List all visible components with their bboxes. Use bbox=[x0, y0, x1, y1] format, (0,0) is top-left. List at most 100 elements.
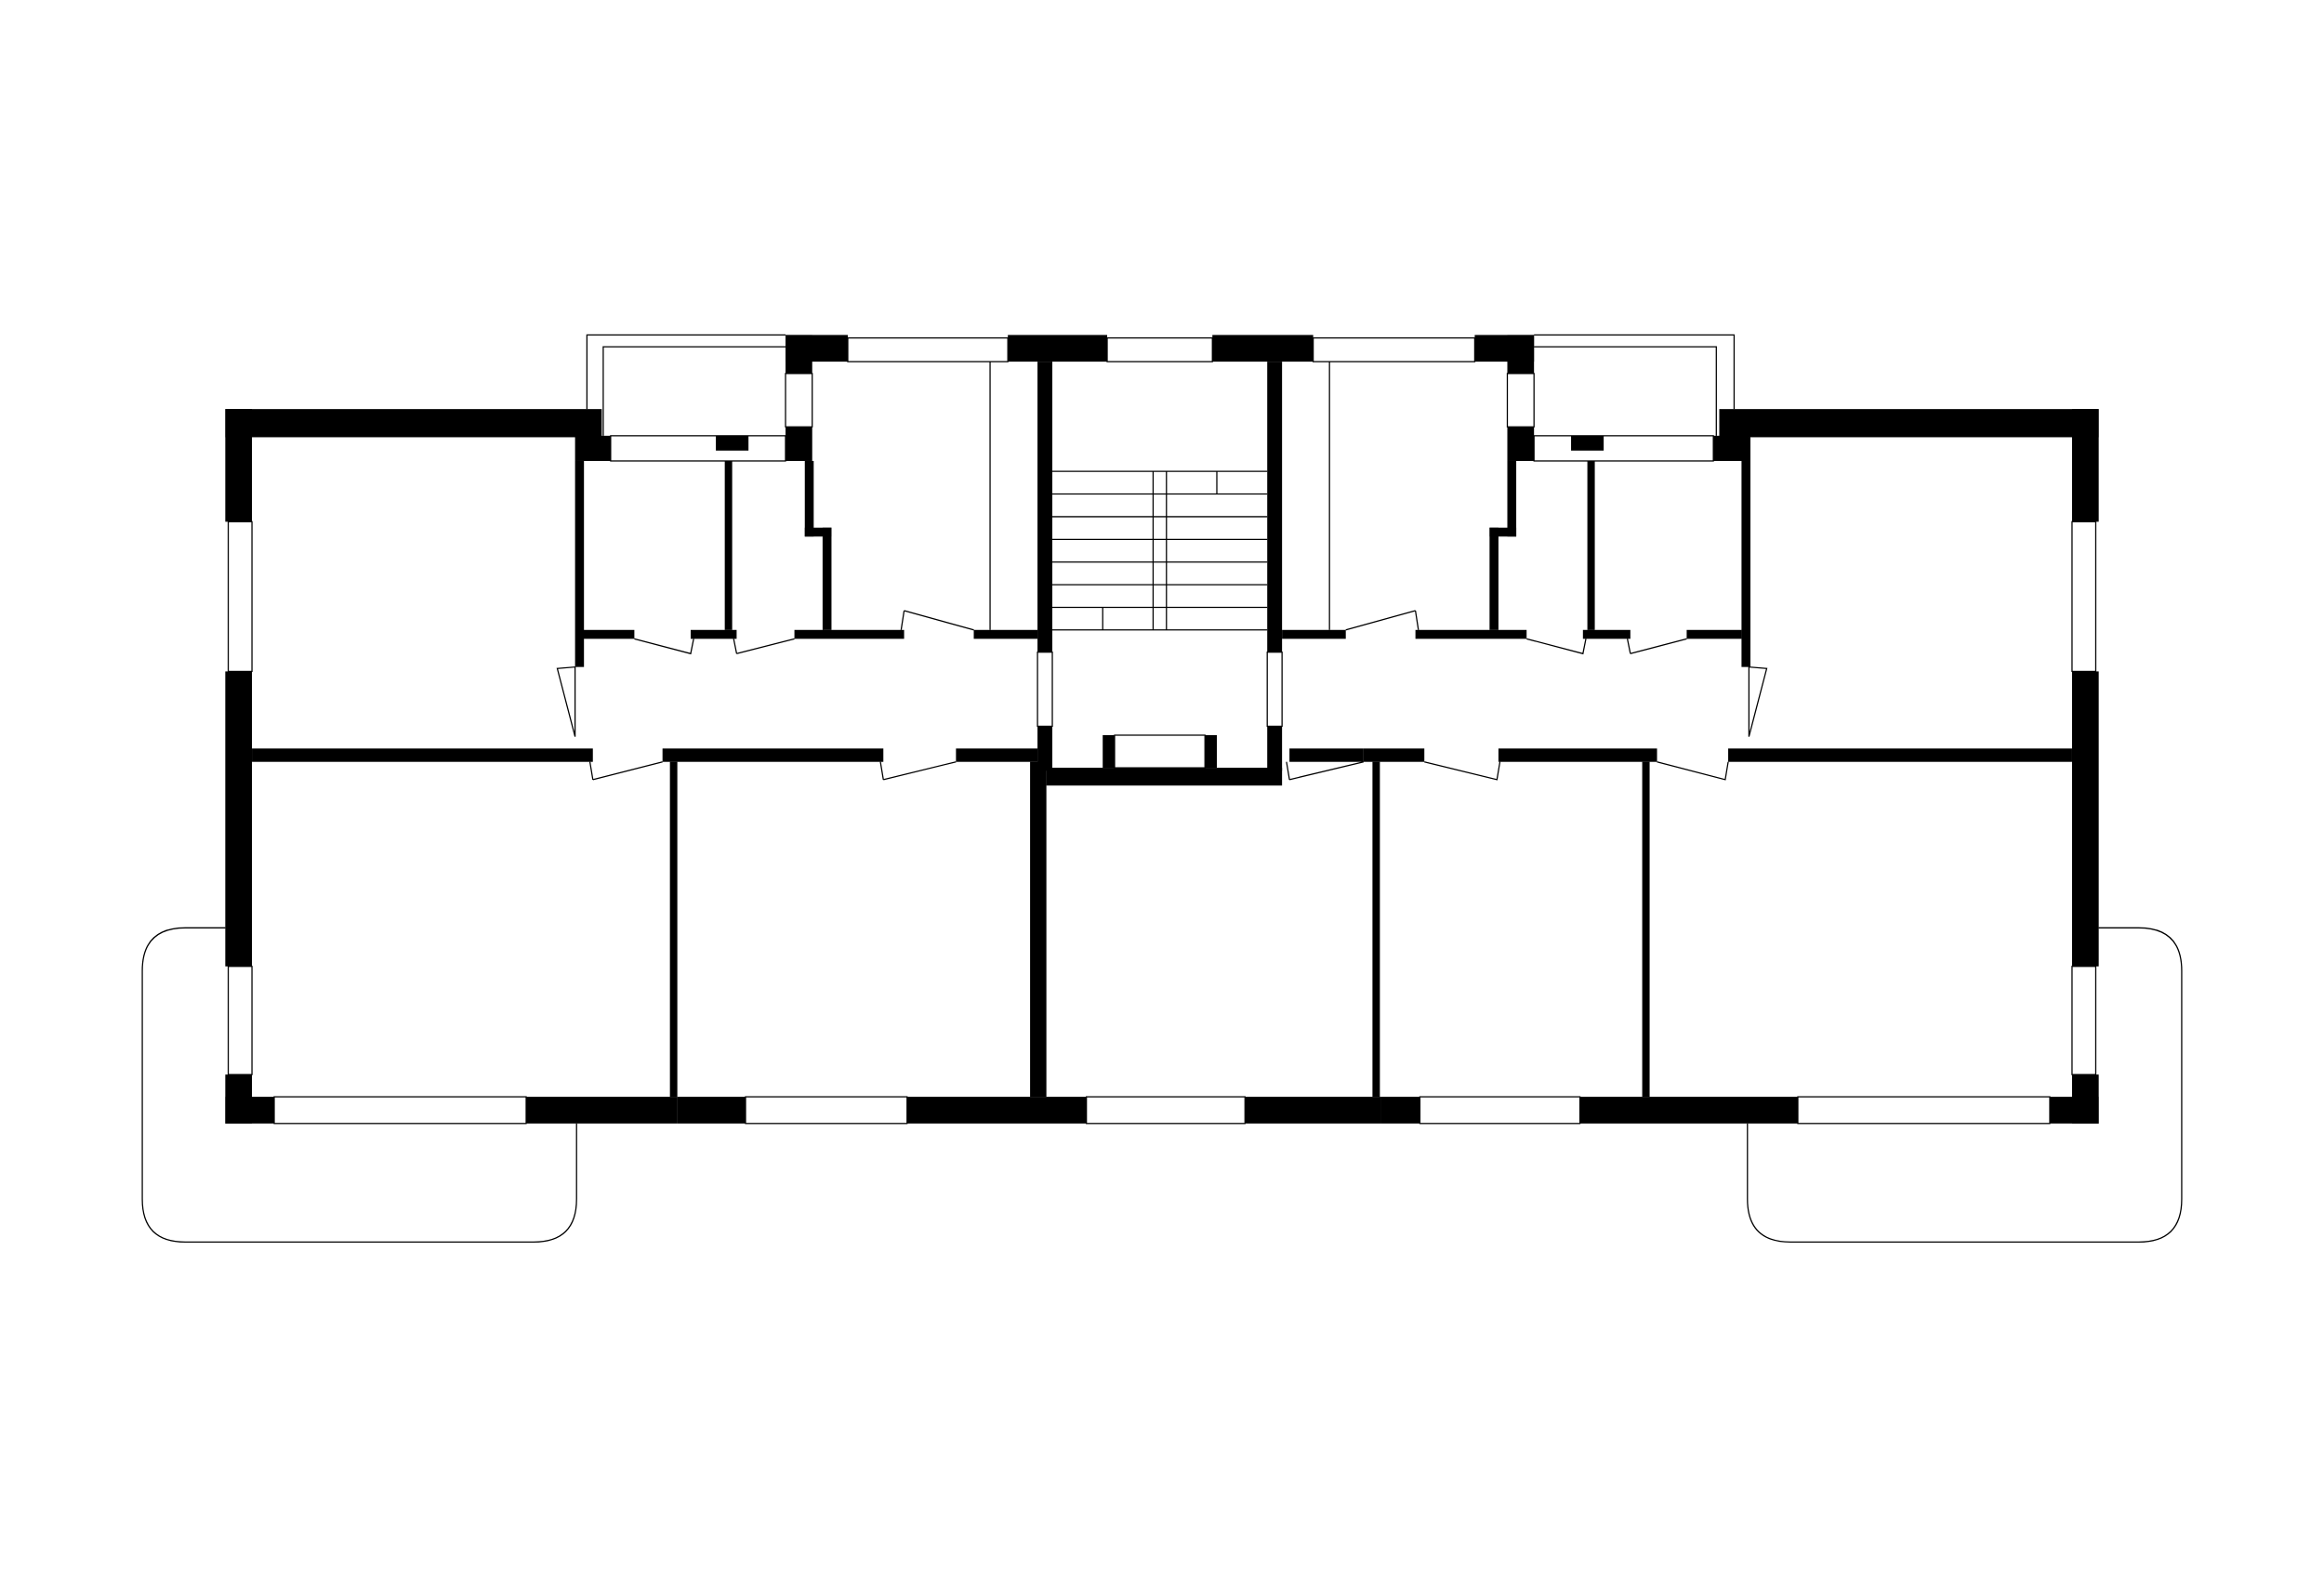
door-swing bbox=[1345, 610, 1419, 631]
door-swing bbox=[1657, 761, 1729, 781]
door-swing bbox=[634, 638, 694, 655]
wall bbox=[1579, 1097, 1798, 1124]
wall bbox=[1582, 629, 1631, 639]
wall bbox=[1415, 629, 1527, 639]
door-swing bbox=[588, 761, 663, 781]
wall bbox=[786, 427, 812, 461]
door-swings bbox=[556, 610, 1768, 781]
wall bbox=[786, 335, 812, 374]
wall bbox=[1380, 1097, 1420, 1124]
wall bbox=[1372, 761, 1380, 1098]
balconies bbox=[141, 927, 2183, 1244]
window bbox=[785, 373, 813, 428]
wall bbox=[1267, 726, 1283, 771]
window bbox=[1106, 336, 1213, 362]
wall bbox=[1571, 435, 1604, 451]
wall bbox=[1289, 748, 1364, 762]
walls bbox=[225, 335, 2099, 1124]
window bbox=[1506, 373, 1535, 428]
window bbox=[1086, 1096, 1246, 1125]
door-swing bbox=[900, 610, 974, 631]
wall bbox=[1363, 748, 1425, 762]
window bbox=[847, 336, 1009, 362]
window bbox=[227, 520, 253, 673]
balcony-right bbox=[1747, 927, 2183, 1244]
door-swing bbox=[1526, 638, 1587, 655]
wall bbox=[794, 629, 905, 639]
window bbox=[1533, 435, 1714, 462]
windows bbox=[227, 334, 2097, 1125]
wall bbox=[1205, 734, 1217, 769]
wall bbox=[225, 409, 253, 522]
wall bbox=[1741, 437, 1750, 667]
wall bbox=[1507, 460, 1517, 537]
wall bbox=[906, 1097, 1087, 1124]
window bbox=[273, 1096, 527, 1125]
wall bbox=[1507, 335, 1535, 374]
window bbox=[1266, 652, 1283, 728]
wall bbox=[716, 435, 749, 451]
wall bbox=[2050, 1097, 2099, 1124]
door-swing bbox=[1424, 761, 1501, 781]
landing bbox=[1114, 734, 1206, 769]
wall bbox=[1245, 1097, 1381, 1124]
wall bbox=[1719, 409, 2099, 438]
outline bbox=[586, 334, 786, 436]
window bbox=[745, 1096, 908, 1125]
wall bbox=[2071, 671, 2099, 967]
wall bbox=[1507, 427, 1535, 461]
wall bbox=[225, 1097, 274, 1124]
wall bbox=[574, 460, 585, 667]
wall bbox=[1489, 527, 1517, 537]
window bbox=[1797, 1096, 2051, 1125]
window bbox=[1037, 652, 1053, 728]
wall bbox=[662, 748, 884, 762]
wall bbox=[1489, 527, 1499, 630]
wall bbox=[1282, 629, 1346, 639]
window bbox=[2071, 966, 2097, 1075]
wall bbox=[526, 1097, 678, 1124]
wall bbox=[804, 460, 814, 537]
wall bbox=[1103, 734, 1115, 769]
wall bbox=[1587, 460, 1595, 630]
wall bbox=[1037, 362, 1053, 652]
staircase bbox=[1052, 470, 1268, 769]
wall bbox=[2071, 409, 2099, 522]
wall bbox=[1030, 761, 1047, 1098]
outline bbox=[1534, 334, 1736, 436]
wall bbox=[822, 527, 832, 630]
wall bbox=[252, 748, 593, 762]
wall bbox=[724, 460, 733, 630]
wall bbox=[1008, 335, 1108, 362]
wall bbox=[1046, 768, 1283, 786]
wall bbox=[690, 629, 737, 639]
balcony-left bbox=[141, 927, 577, 1244]
stair-rail bbox=[1052, 471, 1268, 631]
wall bbox=[669, 761, 678, 1098]
door-swing bbox=[556, 665, 576, 737]
wall bbox=[582, 629, 635, 639]
window bbox=[1419, 1096, 1581, 1125]
door-swing bbox=[1627, 638, 1687, 654]
wall bbox=[804, 527, 832, 537]
wall bbox=[1212, 335, 1314, 362]
door-swing bbox=[1748, 665, 1768, 737]
door-swing bbox=[879, 761, 957, 781]
wall bbox=[1498, 748, 1657, 762]
wall bbox=[1728, 748, 2072, 762]
wall bbox=[574, 435, 611, 461]
wall bbox=[225, 409, 602, 438]
window bbox=[227, 966, 253, 1075]
wall bbox=[1642, 761, 1650, 1098]
door-swing bbox=[1286, 761, 1364, 781]
window bbox=[1312, 336, 1476, 362]
window bbox=[610, 435, 786, 462]
wall bbox=[973, 629, 1038, 639]
wall bbox=[1037, 726, 1053, 771]
door-swing bbox=[733, 638, 795, 654]
wall bbox=[1267, 362, 1283, 652]
wall bbox=[225, 671, 253, 967]
wall bbox=[1686, 629, 1742, 639]
wall bbox=[677, 1097, 746, 1124]
